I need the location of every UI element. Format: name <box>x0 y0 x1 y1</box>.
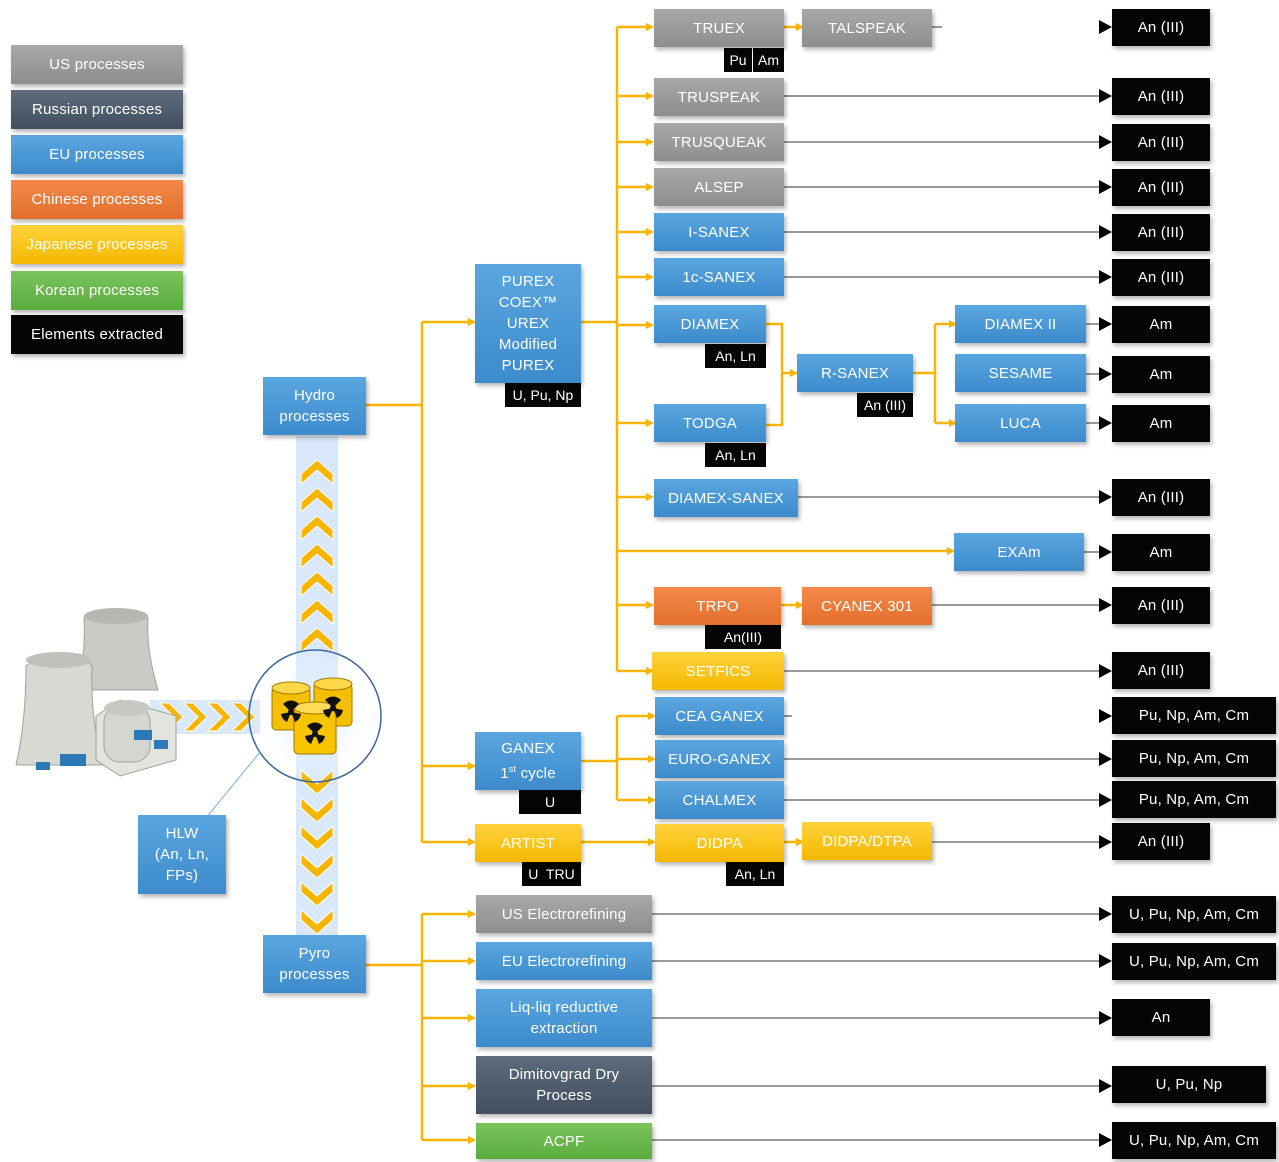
hlw-box: HLW (An, Ln, FPs) <box>138 815 226 894</box>
output-luca: Am <box>1112 405 1210 442</box>
output-sesame: Am <box>1112 356 1210 393</box>
output-diamex-ii: Am <box>1112 306 1210 343</box>
diamex-sanex-box: DIAMEX-SANEX <box>654 479 798 517</box>
diamex-ii-box: DIAMEX II <box>955 305 1086 343</box>
output-talspeak: An (III) <box>1112 9 1210 46</box>
trpo-box: TRPO <box>654 587 781 625</box>
r-sanex-box: R-SANEX <box>797 354 913 392</box>
output-trusqueak: An (III) <box>1112 124 1210 161</box>
ganex-cycle-number: 1 <box>500 765 509 782</box>
ganex-output-tag: U <box>519 790 581 814</box>
eu-electrorefining-box: EU Electrorefining <box>476 942 652 980</box>
nuclear-plant-illustration <box>15 608 177 777</box>
truex-am-tag: Am <box>753 48 784 72</box>
ganex-1st-cycle-box: GANEX 1st cycle <box>475 732 581 790</box>
i-sanex-box: I-SANEX <box>654 213 784 251</box>
todga-output-tag: An, Ln <box>705 443 766 467</box>
legend-korean-processes: Korean processes <box>11 271 183 310</box>
alsep-box: ALSEP <box>654 168 784 206</box>
pyro-processes-box: Pyro processes <box>263 935 366 993</box>
output-diamex-sanex: An (III) <box>1112 479 1210 516</box>
artist-box: ARTIST <box>475 824 581 862</box>
ganex-cycle-label: cycle <box>516 765 556 782</box>
cea-ganex-box: CEA GANEX <box>655 697 784 735</box>
truspeak-box: TRUSPEAK <box>654 78 784 116</box>
trpo-output-tag: An(III) <box>705 625 781 649</box>
output-us-electrorefining: U, Pu, Np, Am, Cm <box>1112 896 1276 933</box>
diamex-box: DIAMEX <box>654 305 766 343</box>
truex-box: TRUEX <box>654 9 784 47</box>
didpa-output-tag: An, Ln <box>726 862 784 886</box>
todga-box: TODGA <box>654 404 766 442</box>
legend-chinese-processes: Chinese processes <box>11 180 183 219</box>
output-euro-ganex: Pu, Np, Am, Cm <box>1112 740 1276 777</box>
legend-japanese-processes: Japanese processes <box>11 225 183 264</box>
output-alsep: An (III) <box>1112 169 1210 206</box>
trusqueak-box: TRUSQUEAK <box>654 123 784 161</box>
legend-elements-extracted: Elements extracted <box>11 315 183 354</box>
ganex-cycle-ordinal: st <box>508 764 517 774</box>
acpf-box: ACPF <box>476 1123 652 1159</box>
output-liq-liq-reductive-extraction: An <box>1112 999 1210 1036</box>
cyanex-301-box: CYANEX 301 <box>802 587 932 625</box>
purex-box: PUREX COEX™ UREX Modified PUREX <box>475 264 581 383</box>
output-setfics: An (III) <box>1112 652 1210 689</box>
output-i-sanex: An (III) <box>1112 214 1210 251</box>
output-acpf: U, Pu, Np, Am, Cm <box>1112 1122 1276 1159</box>
artist-output-tag: U TRU <box>522 862 581 886</box>
output-truspeak: An (III) <box>1112 78 1210 115</box>
setfics-box: SETFICS <box>652 652 784 690</box>
talspeak-box: TALSPEAK <box>802 9 932 47</box>
didpa-dtpa-box: DIDPA/DTPA <box>802 822 932 860</box>
euro-ganex-box: EURO-GANEX <box>655 740 784 778</box>
output-didpa-dtpa: An (III) <box>1112 823 1210 860</box>
output-cea-ganex: Pu, Np, Am, Cm <box>1112 697 1276 734</box>
purex-output-tag: U, Pu, Np <box>505 383 581 407</box>
1c-sanex-box: 1c-SANEX <box>654 258 784 296</box>
r-sanex-output-tag: An (III) <box>857 393 913 417</box>
chalmex-box: CHALMEX <box>655 781 784 819</box>
hydro-processes-box: Hydro processes <box>263 377 366 435</box>
legend-russian-processes: Russian processes <box>11 90 183 129</box>
output-1c-sanex: An (III) <box>1112 259 1210 296</box>
us-electrorefining-box: US Electrorefining <box>476 895 652 933</box>
luca-box: LUCA <box>955 404 1086 442</box>
legend-us-processes: US processes <box>11 45 183 84</box>
liq-liq-reductive-extraction-box: Liq-liq reductive extraction <box>476 989 652 1047</box>
output-chalmex: Pu, Np, Am, Cm <box>1112 781 1276 818</box>
dimitrovgrad-dry-process-box: Dimitovgrad Dry Process <box>476 1056 652 1114</box>
ganex-label: GANEX <box>501 740 555 757</box>
exam-box: EXAm <box>954 533 1084 571</box>
output-exam: Am <box>1112 534 1210 571</box>
output-eu-electrorefining: U, Pu, Np, Am, Cm <box>1112 943 1276 980</box>
didpa-box: DIDPA <box>655 824 784 862</box>
legend-eu-processes: EU processes <box>11 135 183 174</box>
output-dimitrovgrad-dry-process: U, Pu, Np <box>1112 1066 1266 1103</box>
sesame-box: SESAME <box>955 354 1086 392</box>
truex-pu-tag: Pu <box>724 48 752 72</box>
output-cyanex-301: An (III) <box>1112 587 1210 624</box>
diamex-output-tag: An, Ln <box>705 344 766 368</box>
